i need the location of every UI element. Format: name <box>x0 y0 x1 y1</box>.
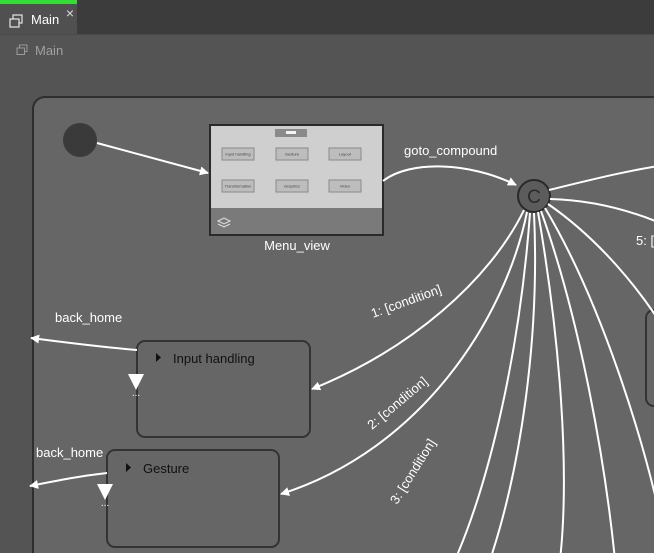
divider <box>0 34 654 35</box>
menu-button-label: Gesture <box>285 152 300 157</box>
transition-label-condition-5: 5: [ <box>636 233 654 248</box>
menu-view-label: Menu_view <box>264 238 330 253</box>
window-icon <box>16 44 28 55</box>
compound-symbol: C <box>527 187 541 208</box>
history-dots: ... <box>132 388 140 399</box>
transition-back-home-2[interactable] <box>29 472 108 489</box>
initial-state[interactable] <box>63 123 97 157</box>
expand-arrow-icon[interactable] <box>156 353 161 362</box>
transition-condition-3[interactable] <box>455 212 531 553</box>
menu-view-buttons: Input handling Gesture Layout Transforma… <box>221 147 362 193</box>
transition-initial[interactable] <box>96 142 209 176</box>
tab-label: Main <box>31 12 60 27</box>
transition-condition-2[interactable] <box>280 211 528 496</box>
compound-choice-node[interactable]: C <box>517 179 551 213</box>
menu-button-label: Video <box>340 184 351 189</box>
transition-label-goto: goto_compound <box>404 143 497 158</box>
close-icon[interactable]: × <box>65 5 75 21</box>
tab-bar: Main × <box>0 0 654 34</box>
transition-condition-d[interactable] <box>547 203 654 330</box>
menu-button-label: Input handling <box>225 152 250 157</box>
state-input-handling[interactable]: Input handling <box>136 340 311 438</box>
transition-label-back-home: back_home <box>36 445 103 460</box>
state-label: Input handling <box>173 351 255 366</box>
transition-condition-a[interactable] <box>537 211 565 553</box>
transition-condition-c[interactable] <box>544 207 654 540</box>
transition-label-back-home: back_home <box>55 310 122 325</box>
menu-button-label: Layout <box>339 152 352 157</box>
transition-back-home-1[interactable] <box>30 334 138 351</box>
state-gesture[interactable]: Gesture <box>106 449 280 548</box>
breadcrumb-label: Main <box>35 43 64 58</box>
expand-arrow-icon[interactable] <box>126 463 131 472</box>
menu-button-label: Graphics <box>284 184 300 189</box>
tab-main[interactable]: Main × <box>0 0 77 34</box>
history-marker[interactable]: ... <box>128 374 144 399</box>
transition-condition-4[interactable] <box>490 212 537 553</box>
state-label: Gesture <box>143 461 189 476</box>
state-offscreen[interactable] <box>645 309 654 407</box>
transition-condition-b[interactable] <box>540 210 616 553</box>
window-icon <box>9 14 23 28</box>
transition-goto-compound[interactable] <box>382 165 517 186</box>
menu-view-state[interactable]: Input handling Gesture Layout Transforma… <box>209 124 384 236</box>
transition-condition-1[interactable] <box>311 209 525 391</box>
history-dots: ... <box>101 498 109 509</box>
layers-icon <box>216 217 232 228</box>
menu-button-label: Transformation <box>225 184 252 189</box>
history-marker[interactable]: ... <box>97 484 113 509</box>
